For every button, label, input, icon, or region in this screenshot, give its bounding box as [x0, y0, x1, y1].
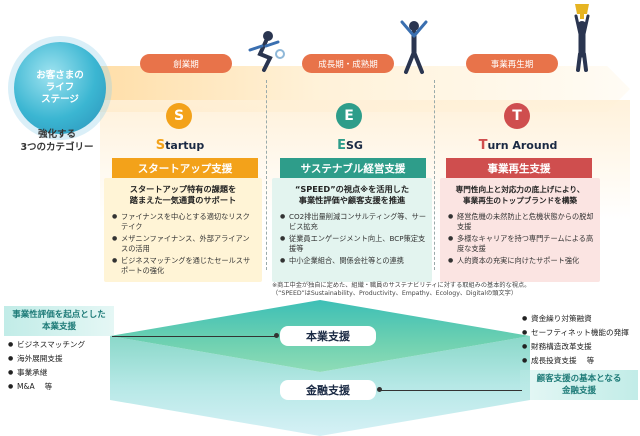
startup-lead-line-2: 踏まえた一気通貫のサポート: [129, 195, 237, 205]
right-panel-list: 資金繰り対策融資 セーフティネット機能の発揮 財務構造改革支援 成長投資支援 等: [522, 312, 640, 368]
esg-list: CO2排出量削減コンサルティング等、サービス拡充 従業員エンゲージメント向上、B…: [280, 212, 426, 266]
left-panel-title-line-2: 本業支援: [41, 322, 76, 332]
turnaround-badge: T: [504, 103, 530, 129]
turnaround-lead: 専門性向上と対応力の底上げにより、 事業再生のトップブランドを構築: [440, 184, 600, 206]
turnaround-box: 専門性向上と対応力の底上げにより、 事業再生のトップブランドを構築 経営危機の未…: [440, 178, 600, 282]
life-stage-line-2: ライフ: [45, 82, 75, 93]
turnaround-name-rest: urn Around: [487, 139, 558, 152]
right-panel-item-3: 財務構造改革支援: [522, 340, 640, 354]
left-panel-item-1: ビジネスマッチング: [8, 338, 118, 352]
esg-box: “SPEED”の視点※を活用した 事業性評価や顧客支援を推進 CO2排出量削減コ…: [272, 178, 432, 282]
startup-item-2: メザニンファイナンス、外部アライアンスの活用: [112, 234, 256, 253]
left-panel-title: 事業性評価を起点とした 本業支援: [4, 306, 114, 336]
startup-item-3: ビジネスマッチングを通じたセールスサポートの強化: [112, 256, 256, 275]
right-leader-dot: [377, 387, 382, 392]
startup-name-initial: S: [155, 138, 166, 153]
life-stage-line-1: お客さまの: [36, 70, 84, 81]
esg-item-3: 中小企業組合、関係会社等との連携: [280, 256, 426, 266]
left-panel-item-3: 事業承継: [8, 366, 118, 380]
right-leader-line: [380, 390, 522, 391]
esg-lead: “SPEED”の視点※を活用した 事業性評価や顧客支援を推進: [272, 184, 432, 206]
phase-tag-startup: 創業期: [140, 54, 232, 73]
startup-item-1: ファイナンスを中心とする適切なリスクテイク: [112, 212, 256, 231]
person-trophy-icon: [574, 4, 590, 72]
esg-name-rest: SG: [345, 139, 363, 152]
left-leader-line: [112, 336, 278, 337]
core-support-label: 本業支援: [280, 326, 376, 346]
category-label-line-1: 強化する: [37, 129, 76, 140]
right-panel-title-line-2: 金融支援: [561, 386, 596, 396]
esg-item-1: CO2排出量削減コンサルティング等、サービス拡充: [280, 212, 426, 231]
startup-badge: S: [166, 103, 192, 129]
person-running-icon: [248, 31, 285, 72]
startup-name: Startup: [130, 138, 230, 153]
turnaround-lead-line-2: 事業再生のトップブランドを構築: [463, 196, 577, 205]
turnaround-name-initial: T: [478, 138, 488, 153]
phase-tag-turnaround: 事業再生期: [466, 54, 558, 73]
person-jumping-icon: [400, 20, 428, 74]
esg-lead-line-1: “SPEED”の視点※を活用した: [294, 184, 410, 194]
divider-line-2: [434, 80, 435, 270]
left-panel-item-4: M&A 等: [8, 380, 118, 394]
footnote: ※商工中金が独自に定めた、組織・職員のサステナビリティに対する取組みの基本的な視…: [272, 282, 562, 298]
footnote-line-2: （“SPEED”はSustainability、Productivity、Emp…: [272, 290, 518, 297]
footnote-line-1: ※商工中金が独自に定めた、組織・職員のサステナビリティに対する取組みの基本的な視…: [272, 282, 531, 289]
startup-header: スタートアップ支援: [112, 158, 258, 178]
esg-lead-line-2: 事業性評価や顧客支援を推進: [298, 195, 406, 205]
life-stage-circle: お客さまの ライフ ステージ: [14, 42, 106, 134]
financial-support-label: 金融支援: [280, 380, 376, 400]
left-leader-dot: [274, 333, 279, 338]
category-label-line-2: 3つのカテゴリー: [20, 142, 94, 153]
right-panel-title: 顧客支援の基本となる 金融支援: [520, 370, 638, 400]
left-panel-list: ビジネスマッチング 海外展開支援 事業承継 M&A 等: [8, 338, 118, 394]
startup-box: スタートアップ特有の課題を 踏まえた一気通貫のサポート ファイナンスを中心とする…: [104, 178, 262, 282]
esg-header: サステナブル経営支援: [280, 158, 426, 178]
category-label: 強化する 3つのカテゴリー: [12, 128, 102, 154]
left-panel-title-line-1: 事業性評価を起点とした: [12, 310, 106, 320]
turnaround-lead-line-1: 専門性向上と対応力の底上げにより、: [455, 185, 585, 194]
right-panel-item-2: セーフティネット機能の発揮: [522, 326, 640, 340]
phase-tag-growth: 成長期・成熟期: [302, 54, 394, 73]
left-panel-item-2: 海外展開支援: [8, 352, 118, 366]
esg-name: ESG: [300, 138, 400, 153]
divider-line-1: [266, 80, 267, 270]
right-panel-title-line-1: 顧客支援の基本となる: [536, 374, 622, 384]
turnaround-header: 事業再生支援: [446, 158, 592, 178]
startup-name-rest: tartup: [165, 139, 205, 152]
esg-badge: E: [336, 103, 362, 129]
right-panel-item-1: 資金繰り対策融資: [522, 312, 640, 326]
startup-list: ファイナンスを中心とする適切なリスクテイク メザニンファイナンス、外部アライアン…: [112, 212, 256, 275]
turnaround-item-2: 多様なキャリアを持つ専門チームによる高度な支援: [448, 234, 594, 253]
right-panel-item-4: 成長投資支援 等: [522, 354, 640, 368]
turnaround-list: 経営危機の未然防止と危機状態からの脱却支援 多様なキャリアを持つ専門チームによる…: [448, 212, 594, 266]
startup-lead: スタートアップ特有の課題を 踏まえた一気通貫のサポート: [104, 184, 262, 206]
turnaround-name: Turn Around: [458, 138, 578, 153]
esg-name-initial: E: [337, 138, 346, 153]
life-stage-line-3: ステージ: [41, 94, 79, 105]
turnaround-item-3: 人的資本の充実に向けたサポート強化: [448, 256, 594, 266]
turnaround-item-1: 経営危機の未然防止と危機状態からの脱却支援: [448, 212, 594, 231]
startup-lead-line-1: スタートアップ特有の課題を: [129, 184, 237, 194]
esg-item-2: 従業員エンゲージメント向上、BCP策定支援等: [280, 234, 426, 253]
